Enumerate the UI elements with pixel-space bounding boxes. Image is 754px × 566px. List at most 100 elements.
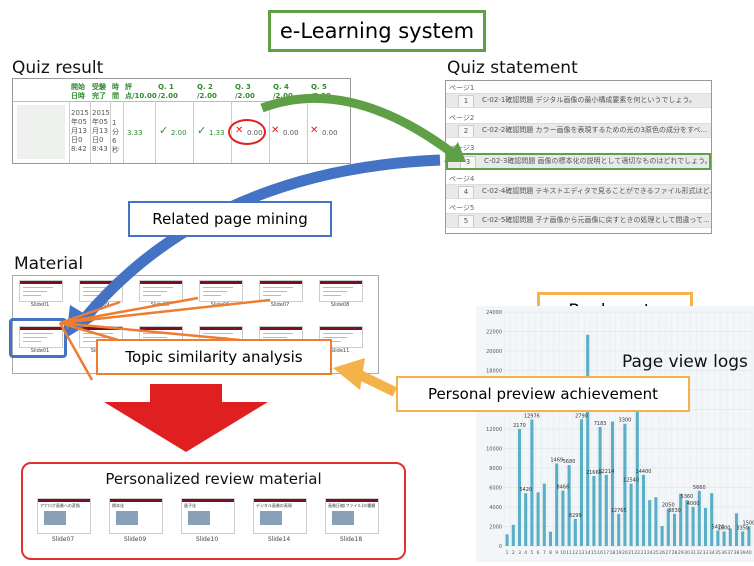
personalized-slide-thumb[interactable]: 標本化 bbox=[109, 498, 163, 534]
q2-score: 1.33 bbox=[209, 129, 225, 137]
x-tick-label: 31 bbox=[690, 550, 696, 556]
x-tick-label: 18 bbox=[610, 550, 616, 556]
quiz-text-1: C-02-1確認問題 デジタル画像の最小構成要素を何というでしょう。 bbox=[482, 96, 696, 104]
quiz-result-label: Quiz result bbox=[12, 58, 104, 78]
material-slide-thumb[interactable] bbox=[19, 280, 63, 302]
slide-text-line bbox=[143, 287, 173, 288]
x-tick-label: 2 bbox=[512, 550, 515, 556]
quiz-num-1: 1 bbox=[458, 95, 474, 107]
data-label: 12214 bbox=[598, 469, 614, 475]
slide-text-line bbox=[23, 291, 47, 292]
bar bbox=[604, 474, 608, 546]
data-label: 5360 bbox=[681, 494, 694, 500]
data-label: 21660 bbox=[586, 470, 602, 476]
quiz-row-4[interactable]: 4 C-02-4確認問題 テキストエディタで見ることができるファイル形式はど..… bbox=[446, 184, 711, 199]
material-slide-thumb[interactable] bbox=[319, 280, 363, 302]
slide-text-line bbox=[323, 333, 353, 334]
bar bbox=[536, 492, 540, 546]
y-tick-label: 22000 bbox=[486, 330, 502, 336]
bar bbox=[734, 513, 739, 546]
data-label: 12976 bbox=[524, 413, 540, 419]
x-tick-label: 3 bbox=[518, 550, 521, 556]
slide-header-bar bbox=[320, 281, 362, 284]
bar bbox=[548, 531, 553, 546]
personalized-slide-label: Slide14 bbox=[267, 536, 291, 543]
personalized-slide-thumb[interactable]: 量子化 bbox=[181, 498, 235, 534]
header-q1: Q. 1 /2.00 bbox=[158, 83, 178, 100]
bar bbox=[648, 500, 652, 546]
page-view-logs-title: Page view logs bbox=[622, 352, 748, 372]
slide-text-line bbox=[323, 295, 341, 296]
material-slide-thumb[interactable] bbox=[19, 326, 63, 348]
quiz-text-2: C-02-2確認問題 カラー画像を表現するための光の3原色の成分をすべ... bbox=[482, 126, 708, 134]
quiz-num-4: 4 bbox=[458, 186, 474, 198]
quiz-row-3[interactable]: 3 C-02-3確認問題 画像の標本化の説明として適切なものはどれでしょう。 bbox=[446, 153, 711, 170]
x-tick-label: 22 bbox=[634, 550, 640, 556]
personalized-slide-thumb[interactable]: デジタル画像の表現 bbox=[253, 498, 307, 534]
personalized-slide-thumb[interactable]: 画像圧縮(ファイル)の種類 bbox=[325, 498, 379, 534]
header-q4: Q. 4 /2.00 bbox=[273, 83, 293, 100]
bar bbox=[555, 463, 559, 546]
related-page-mining-text: Related page mining bbox=[152, 210, 308, 228]
personalized-slide-title: アナログ画像への変換 bbox=[40, 503, 80, 508]
blurred-user-cell bbox=[17, 105, 65, 159]
bar bbox=[586, 334, 590, 546]
y-tick-label: 12000 bbox=[486, 427, 502, 433]
bar bbox=[697, 490, 701, 546]
data-label: 4000 bbox=[687, 501, 700, 507]
y-tick-label: 24000 bbox=[486, 310, 502, 316]
personalized-slide-thumb[interactable]: アナログ画像への変換 bbox=[37, 498, 91, 534]
material-slide-thumb[interactable] bbox=[139, 280, 183, 302]
bar bbox=[567, 465, 571, 546]
elapsed-time: 1分6秒 bbox=[112, 119, 119, 154]
x-tick-label: 40 bbox=[746, 550, 752, 556]
slide-image bbox=[260, 511, 282, 525]
slide-text-line bbox=[263, 291, 287, 292]
gold-arrowhead bbox=[333, 358, 365, 390]
personalized-slide-title: 量子化 bbox=[184, 503, 196, 508]
topic-similarity-text: Topic similarity analysis bbox=[125, 348, 303, 366]
quiz-row-1[interactable]: 1 C-02-1確認問題 デジタル画像の最小構成要素を何というでしょう。 bbox=[446, 93, 711, 108]
slide-text-line bbox=[83, 295, 101, 296]
total-score: 3.33 bbox=[127, 129, 143, 137]
data-label: 2790 bbox=[575, 413, 588, 419]
q1-score: 2.00 bbox=[171, 129, 187, 137]
slide-text-line bbox=[203, 291, 227, 292]
bar bbox=[573, 518, 577, 546]
bar bbox=[747, 526, 751, 546]
start-datetime: 2015年05月13日08:42 bbox=[71, 109, 89, 153]
personalized-slide-title: 画像圧縮(ファイル)の種類 bbox=[328, 503, 376, 508]
bar bbox=[741, 531, 745, 546]
q3-highlight-circle bbox=[228, 119, 266, 145]
x-tick-label: 6 bbox=[537, 550, 540, 556]
material-slide-thumb[interactable] bbox=[199, 280, 243, 302]
quiz-statement-panel: ページ1 1 C-02-1確認問題 デジタル画像の最小構成要素を何というでしょう… bbox=[445, 80, 712, 234]
bar bbox=[660, 526, 664, 546]
data-label: 5680 bbox=[563, 459, 576, 465]
material-slide-label: Slide08 bbox=[330, 302, 350, 308]
x-tick-label: 17 bbox=[603, 550, 609, 556]
personal-preview-text: Personal preview achievement bbox=[427, 385, 659, 403]
data-label: 2170 bbox=[513, 423, 526, 429]
personalized-slide-label: Slide10 bbox=[195, 536, 219, 543]
page-label-1: ページ1 bbox=[449, 84, 475, 92]
quiz-num-5: 5 bbox=[458, 215, 474, 227]
header-start: 開始日時 bbox=[71, 83, 85, 100]
data-label: 12540 bbox=[623, 478, 639, 484]
green-arrowhead bbox=[444, 142, 466, 162]
bar bbox=[530, 419, 534, 546]
quiz-row-2[interactable]: 2 C-02-2確認問題 カラー画像を表現するための光の3原色の成分をすべ... bbox=[446, 123, 711, 138]
bar bbox=[592, 475, 596, 546]
x-tick-label: 34 bbox=[709, 550, 715, 556]
material-slide-thumb[interactable] bbox=[259, 280, 303, 302]
topic-arrows bbox=[58, 296, 271, 381]
data-label: 8299 bbox=[569, 513, 582, 519]
column-dividers bbox=[69, 101, 70, 163]
slide-image bbox=[188, 511, 210, 525]
quiz-row-5[interactable]: 5 C-02-5確認問題 子ナ画像から元画像に戻すときの処理として間違って... bbox=[446, 213, 711, 228]
bar bbox=[728, 528, 732, 546]
x-tick-label: 8 bbox=[549, 550, 552, 556]
x-tick-label: 15 bbox=[591, 550, 597, 556]
slide-text-line bbox=[23, 337, 47, 338]
